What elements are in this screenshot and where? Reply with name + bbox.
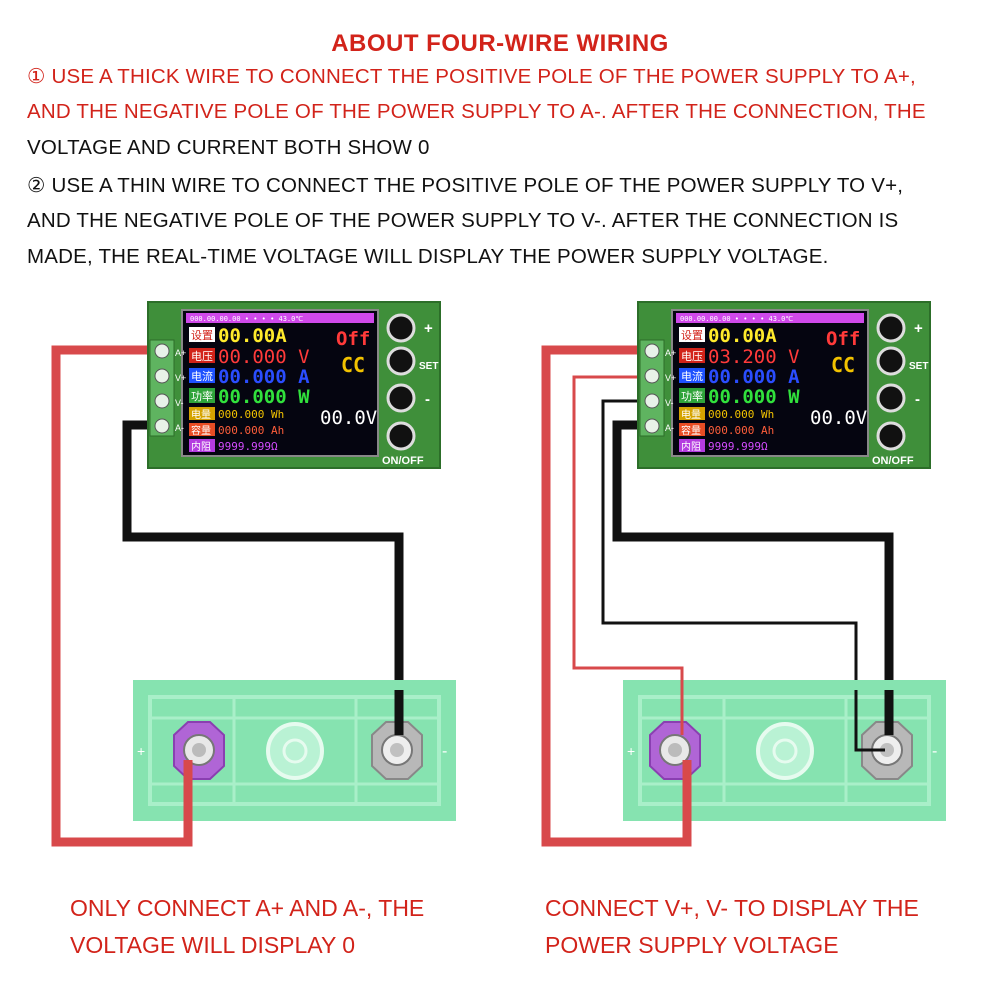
status-bar-text: 000.00.00.00 • • • • 43.0℃ <box>190 315 303 323</box>
plus-button-label: + <box>424 320 433 337</box>
current-value: 00.000 A <box>708 366 800 388</box>
power-label: 功率 <box>681 389 703 403</box>
battery-plus-sign: + <box>137 743 145 759</box>
terminal-screw <box>644 343 660 359</box>
right-caption-line-2: POWER SUPPLY VOLTAGE <box>545 932 839 958</box>
energy-label: 电量 <box>681 408 701 421</box>
terminal-label-a-minus: A- <box>175 423 184 433</box>
battery-cell: + - <box>133 680 456 821</box>
minus-button-label: - <box>915 391 920 408</box>
power-label: 功率 <box>191 389 213 403</box>
set-label: 设置 <box>191 329 213 342</box>
capacity-value: 000.000 Ah <box>218 424 284 437</box>
battery-plus-sign: + <box>627 743 635 759</box>
resistance-value: 9999.999Ω <box>218 440 278 453</box>
voltage-label: 电压 <box>191 350 213 363</box>
capacity-value: 000.000 Ah <box>708 424 774 437</box>
page-title: ABOUT FOUR-WIRE WIRING <box>331 30 669 57</box>
instruction-line-3: VOLTAGE AND CURRENT BOTH SHOW 0 <box>27 136 430 159</box>
stop-voltage-value: 00.0V <box>320 407 377 429</box>
terminal-screw <box>154 393 170 409</box>
plus-button[interactable] <box>386 313 416 343</box>
battery-center-vent-icon <box>756 722 814 780</box>
battery-center-vent-icon <box>266 722 324 780</box>
on-off-label: ON/OFF <box>872 455 914 467</box>
left-caption-line-2: VOLTAGE WILL DISPLAY 0 <box>70 932 356 958</box>
state-value: Off <box>336 328 370 350</box>
on-off-button[interactable] <box>876 421 906 451</box>
plus-button-label: + <box>914 320 923 337</box>
voltage-value: 00.000 V <box>218 346 310 368</box>
power-value: 00.000 W <box>708 386 800 408</box>
mode-value: CC <box>341 353 365 377</box>
set-button-label: SET <box>419 361 438 372</box>
set-label: 设置 <box>681 329 703 342</box>
plus-button[interactable] <box>876 313 906 343</box>
left-caption-line-1: ONLY CONNECT A+ AND A-, THE <box>70 895 425 921</box>
terminal-label-v-minus: V- <box>665 398 674 408</box>
thick-black-wire <box>122 420 404 720</box>
terminal-label-a-minus: A- <box>665 423 674 433</box>
set-button[interactable] <box>386 346 416 376</box>
left-wiring-diagram: 000.00.00.00 • • • • 43.0℃ 设置 00.00A 电压 … <box>51 301 456 847</box>
right-wiring-diagram: 000.00.00.00 • • • • 43.0℃ 设置 00.00A 电压 … <box>541 301 946 847</box>
current-label: 电流 <box>681 369 703 383</box>
voltage-value: 03.200 V <box>708 346 800 368</box>
terminal-screw <box>154 418 170 434</box>
resistance-value: 9999.999Ω <box>708 440 768 453</box>
battery-minus-sign: - <box>442 743 447 760</box>
power-value: 00.000 W <box>218 386 310 408</box>
terminal-label-a-plus: A+ <box>665 348 676 358</box>
mode-value: CC <box>831 353 855 377</box>
load-module-board: 000.00.00.00 • • • • 43.0℃ 设置 00.00A 电压 … <box>147 301 441 469</box>
instruction-line-1: ① USE A THICK WIRE TO CONNECT THE POSITI… <box>27 65 916 88</box>
stop-voltage-value: 00.0V <box>810 407 867 429</box>
capacity-label: 容量 <box>191 424 211 437</box>
energy-value: 000.000 Wh <box>708 408 774 421</box>
terminal-label-v-minus: V- <box>175 398 184 408</box>
terminal-screw <box>154 343 170 359</box>
voltage-label: 电压 <box>681 350 703 363</box>
resistance-label: 内阻 <box>191 440 211 453</box>
current-value: 00.000 A <box>218 366 310 388</box>
instruction-line-6: MADE, THE REAL-TIME VOLTAGE WILL DISPLAY… <box>27 245 829 268</box>
capacity-label: 容量 <box>681 424 701 437</box>
load-module-board: 000.00.00.00 • • • • 43.0℃ 设置 00.00A 电压 … <box>637 301 931 469</box>
terminal-screw <box>644 393 660 409</box>
instruction-line-5: AND THE NEGATIVE POLE OF THE POWER SUPPL… <box>27 209 899 232</box>
set-button-label: SET <box>909 361 928 372</box>
energy-label: 电量 <box>191 408 211 421</box>
resistance-label: 内阻 <box>681 440 701 453</box>
terminal-screw <box>644 418 660 434</box>
current-label: 电流 <box>191 369 213 383</box>
set-value: 00.00A <box>708 325 777 347</box>
terminal-label-v-plus: V+ <box>175 373 186 383</box>
terminal-label-v-plus: V+ <box>665 373 676 383</box>
on-off-label: ON/OFF <box>382 455 424 467</box>
instruction-line-2: AND THE NEGATIVE POLE OF THE POWER SUPPL… <box>27 100 926 123</box>
left-caption: ONLY CONNECT A+ AND A-, THE VOLTAGE WILL… <box>70 890 424 964</box>
thick-black-wire <box>612 420 894 720</box>
status-bar-text: 000.00.00.00 • • • • 43.0℃ <box>680 315 793 323</box>
right-caption-line-1: CONNECT V+, V- TO DISPLAY THE <box>545 895 919 921</box>
terminal-screw <box>644 368 660 384</box>
on-off-button[interactable] <box>386 421 416 451</box>
battery-cell: + - <box>623 680 946 821</box>
set-button[interactable] <box>876 346 906 376</box>
terminal-screw <box>154 368 170 384</box>
minus-button-label: - <box>425 391 430 408</box>
minus-button[interactable] <box>386 383 416 413</box>
energy-value: 000.000 Wh <box>218 408 284 421</box>
minus-button[interactable] <box>876 383 906 413</box>
right-caption: CONNECT V+, V- TO DISPLAY THE POWER SUPP… <box>545 890 919 964</box>
set-value: 00.00A <box>218 325 287 347</box>
battery-minus-sign: - <box>932 743 937 760</box>
terminal-label-a-plus: A+ <box>175 348 186 358</box>
state-value: Off <box>826 328 860 350</box>
instruction-line-4: ② USE A THIN WIRE TO CONNECT THE POSITIV… <box>27 174 904 197</box>
